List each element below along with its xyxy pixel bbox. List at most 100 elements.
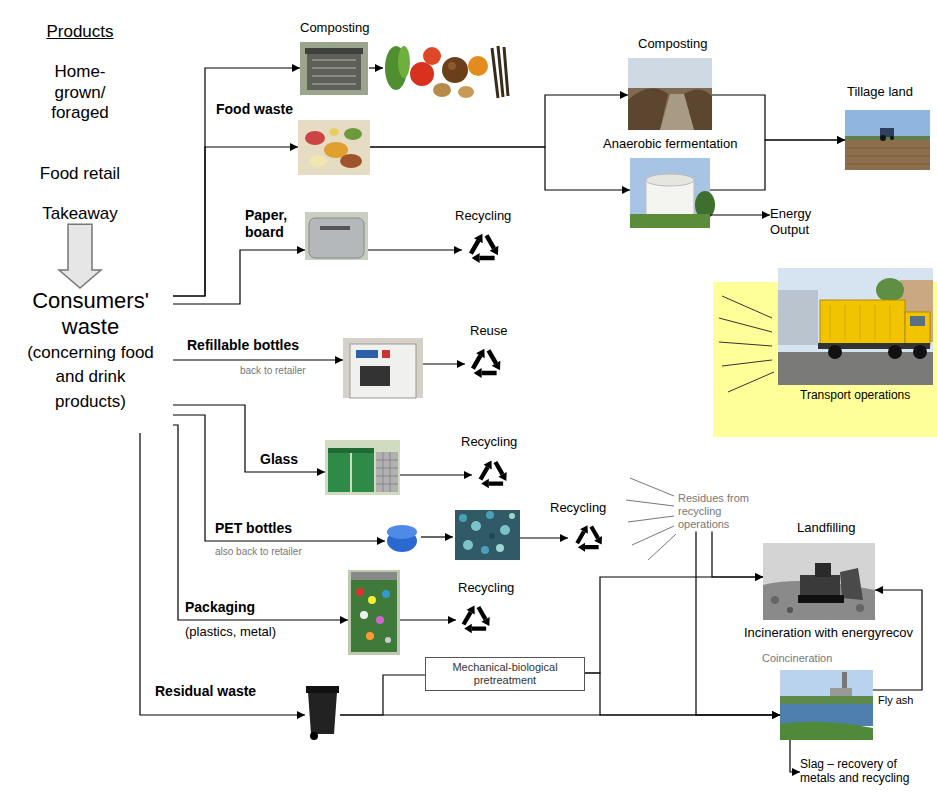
step-note: Coincineration — [762, 652, 832, 665]
landfill-picture — [771, 596, 779, 604]
stream-label: PET bottles — [215, 520, 292, 537]
compost-heap-picture — [660, 94, 694, 130]
label-holder: Transport operations — [800, 388, 910, 402]
composter-picture — [300, 42, 368, 95]
packaging-bin-picture — [382, 590, 390, 598]
digester-picture — [630, 158, 715, 228]
packaging-bin-picture — [376, 616, 384, 624]
residues-note: Residues from recycling operations — [678, 492, 756, 532]
compost-heap-picture: Composting — [628, 58, 712, 130]
produce-picture — [448, 62, 456, 70]
residual-bin-picture: Residual waste — [305, 683, 340, 740]
paper-bin-picture: Paper, board — [305, 212, 368, 260]
stream-label: Residual waste — [155, 683, 256, 700]
digester-picture — [630, 214, 710, 228]
residue-rays — [626, 478, 676, 560]
label-holder: Home- grown/ foraged — [20, 62, 140, 123]
glass-bins-picture — [352, 448, 374, 492]
step-label: Composting — [300, 20, 369, 36]
produce-picture — [468, 56, 488, 76]
step-label: Recycling — [455, 208, 511, 224]
step-label: Composting — [638, 36, 707, 52]
panel-label: Transport operations — [800, 388, 910, 402]
food-waste-picture — [329, 128, 339, 136]
flow-arrow — [790, 740, 800, 772]
digester-picture — [630, 158, 710, 228]
output-text: Slag – recovery of metals and recycling — [800, 758, 932, 786]
recycling-symbol: Recycling — [462, 228, 506, 270]
composter-picture — [300, 42, 368, 95]
pet-picture: PET bottlesalso back to retailer — [385, 510, 520, 560]
truck-picture — [713, 268, 937, 438]
field-picture — [845, 140, 930, 170]
glass-bins-picture — [325, 440, 400, 495]
pet-picture — [459, 514, 467, 522]
flow-arrow — [370, 147, 630, 190]
food-waste-picture — [298, 120, 370, 175]
flow-arrow — [173, 415, 385, 541]
label-holder: Anaerobic fermentation — [603, 136, 737, 152]
landfill-picture — [815, 563, 831, 577]
stream-label: Refillable bottles — [187, 337, 299, 354]
label-holder: back to retailer — [240, 365, 306, 377]
glass-bins-picture — [328, 448, 350, 492]
label-holder: Mechanical-biological pretreatment — [429, 661, 581, 687]
produce-picture — [458, 86, 474, 98]
flow-arrow — [369, 67, 383, 68]
food-waste-picture — [344, 128, 362, 140]
landfill-picture — [763, 543, 875, 620]
label-holder: Refillable bottles — [187, 337, 299, 354]
landfill-picture: Landfilling — [763, 543, 875, 620]
glass-bins-picture — [325, 440, 400, 495]
pet-picture — [471, 521, 481, 531]
note-text: Residues from recycling operations — [678, 492, 756, 532]
step-label: Anaerobic fermentation — [603, 136, 737, 152]
packaging-bin-picture — [360, 611, 368, 619]
truck-picture — [778, 268, 933, 385]
digester-picture — [646, 174, 694, 186]
label-holder: Packaging — [185, 599, 255, 616]
food-waste-picture — [298, 120, 370, 175]
food-waste-picture — [340, 154, 362, 168]
produce-picture — [398, 46, 410, 78]
landfill-picture — [856, 604, 864, 612]
recycling-symbol: Recycling — [568, 520, 610, 558]
landfill-picture — [798, 595, 844, 603]
process-text: Mechanical-biological pretreatment — [429, 661, 581, 687]
flow-arrow — [340, 714, 780, 715]
process-box: Mechanical-biological pretreatment — [425, 657, 585, 691]
pet-picture — [496, 544, 504, 552]
label-holder: Incineration with energyrecov — [742, 625, 915, 641]
product-item: Takeaway — [20, 204, 140, 224]
residual-bin-picture — [306, 686, 339, 693]
label-holder: Landfilling — [797, 520, 856, 536]
truck-picture — [910, 316, 925, 326]
composter-picture — [312, 60, 356, 84]
step-label: Incineration with energyrecov — [742, 625, 915, 641]
field-picture — [880, 135, 886, 141]
landfill-picture — [787, 607, 793, 613]
output-label: Energy Output — [770, 206, 822, 237]
pet-picture — [481, 546, 489, 554]
incinerator-picture — [780, 722, 873, 740]
label-holder: Composting — [300, 20, 369, 36]
packaging-bin-picture — [368, 596, 376, 604]
truck-picture — [820, 300, 905, 345]
truck-picture — [828, 345, 842, 359]
packaging-bin-picture — [356, 588, 364, 596]
step-label: Landfilling — [797, 520, 856, 536]
paper-bin-picture — [305, 212, 368, 260]
composter-picture — [307, 52, 361, 90]
packaging-bin-picture — [348, 570, 400, 655]
step-label: Recycling — [550, 500, 606, 516]
truck-picture — [888, 345, 902, 359]
compost-heap-picture — [628, 58, 712, 130]
landfill-picture — [800, 575, 840, 597]
label-holder: Slag – recovery of metals and recycling — [800, 758, 932, 786]
label-holder: PET bottles — [215, 520, 292, 537]
flow-arrow — [140, 433, 305, 715]
label-holder: Glass — [260, 451, 298, 468]
packaging-bin-picture — [348, 570, 400, 655]
label-holder: Fly ash — [878, 694, 913, 707]
truck-picture — [778, 352, 933, 385]
